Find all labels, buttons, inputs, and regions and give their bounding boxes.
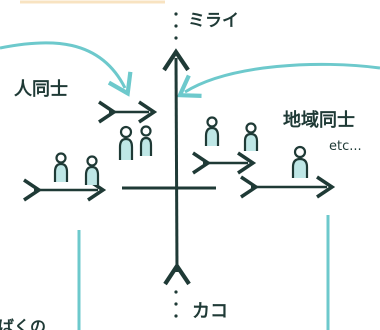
person-figure (84, 155, 100, 185)
dotted-bottom (174, 290, 178, 318)
curved-arrow-right (176, 62, 380, 98)
person-figure (139, 125, 153, 156)
person-figure (53, 152, 69, 182)
figures (53, 116, 309, 185)
past-label: カコ (192, 301, 228, 322)
etc-label: etc... (329, 139, 362, 154)
curved-arrow-left (0, 41, 133, 97)
regions-label: 地域同士 (283, 109, 355, 131)
person-figure (204, 116, 220, 146)
person-figure (243, 122, 259, 151)
time-axis (162, 48, 191, 286)
person-figure (291, 145, 309, 178)
bottom-left-label: ばくの (0, 317, 46, 330)
person-figure (118, 125, 134, 160)
dotted-top (174, 12, 178, 40)
future-label: ミライ (188, 11, 239, 31)
people-label: 人同士 (14, 79, 68, 100)
